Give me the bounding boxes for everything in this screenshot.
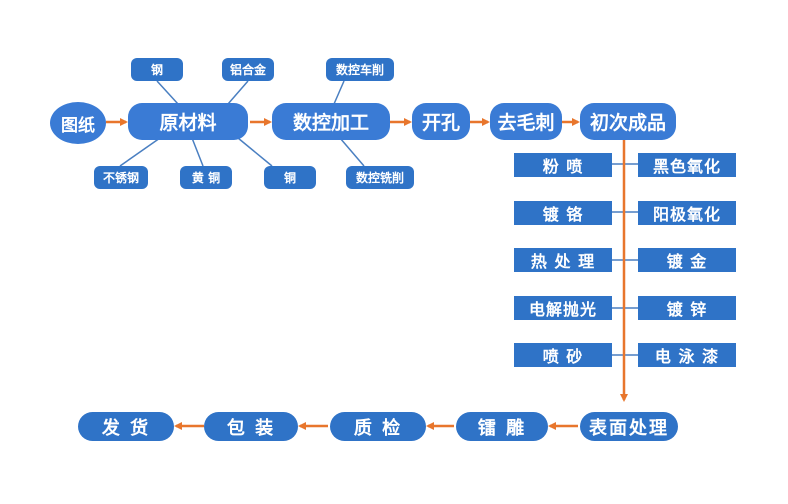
surface-option: 电解抛光 bbox=[514, 296, 612, 320]
surface-option: 喷 砂 bbox=[514, 343, 612, 367]
connector-line bbox=[119, 137, 161, 167]
surface-option: 阳极氧化 bbox=[638, 201, 736, 225]
drilling-node: 开孔 bbox=[412, 103, 470, 140]
material-tag: 黄 铜 bbox=[180, 166, 232, 189]
surface-option: 镀 铬 bbox=[514, 201, 612, 225]
material-tag: 铝合金 bbox=[222, 58, 274, 81]
deburring-node: 去毛刺 bbox=[490, 103, 562, 140]
cnc-method-tag: 数控铣削 bbox=[346, 166, 414, 189]
surface-option: 粉 喷 bbox=[514, 153, 612, 177]
first-product-node: 初次成品 bbox=[580, 103, 676, 140]
connector-line bbox=[227, 80, 249, 105]
surface-treatment-node: 表面处理 bbox=[580, 412, 678, 441]
shipping-node: 发 货 bbox=[78, 412, 174, 441]
cnc-method-tag: 数控车削 bbox=[326, 58, 394, 81]
connector-line bbox=[191, 137, 204, 167]
cnc-node: 数控加工 bbox=[272, 103, 390, 140]
material-tag: 铜 bbox=[264, 166, 316, 189]
surface-option: 热 处 理 bbox=[514, 248, 612, 272]
material-tag: 不锈钢 bbox=[94, 166, 148, 189]
inspection-node: 质 检 bbox=[330, 412, 426, 441]
surface-option: 镀 锌 bbox=[638, 296, 736, 320]
connector-line bbox=[156, 80, 179, 105]
surface-option: 镀 金 bbox=[638, 248, 736, 272]
connector-line bbox=[333, 80, 345, 105]
engraving-node: 镭 雕 bbox=[456, 412, 548, 441]
material-tag: 钢 bbox=[131, 58, 183, 81]
drawing-node: 图纸 bbox=[50, 102, 106, 144]
packaging-node: 包 装 bbox=[204, 412, 298, 441]
material-node: 原材料 bbox=[128, 103, 248, 140]
connector-line bbox=[339, 137, 365, 167]
connector-line bbox=[237, 137, 273, 167]
surface-option: 电 泳 漆 bbox=[638, 343, 736, 367]
surface-option: 黑色氧化 bbox=[638, 153, 736, 177]
